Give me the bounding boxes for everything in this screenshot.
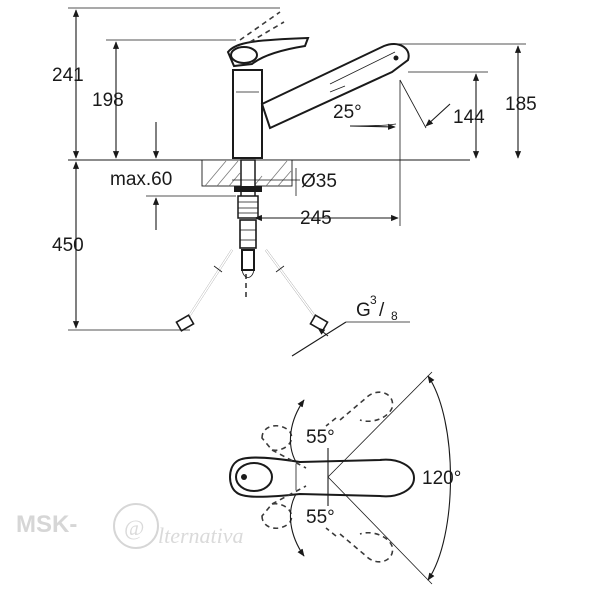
label-g38-base: G [356,300,371,321]
top-view: 55° 55° 120° [229,371,461,585]
dimension-185: 185 [394,43,537,159]
label-max60: max.60 [110,169,172,190]
label-198: 198 [92,90,124,111]
label-120: 120° [422,468,461,489]
label-55-lower: 55° [306,507,335,528]
label-241: 241 [52,65,84,86]
arc-lower [289,493,305,557]
dimension-25deg: 25° [333,102,397,130]
supply-hoses [175,249,329,332]
watermark: MSK- @ lternativa [16,503,244,549]
label-25deg: 25° [333,102,362,123]
dimension-450: 450 [52,161,190,331]
lever-top [235,462,273,492]
label-144: 144 [453,107,485,128]
watermark-at: @ [124,515,144,540]
label-dia35: Ø35 [301,171,337,192]
lever-ghost-lower [261,502,293,529]
dimension-245: 245 [254,80,401,229]
dimension-241: 241 [52,7,280,159]
label-245: 245 [300,208,332,229]
spout-ghost-upper [339,391,394,423]
dimension-dia35: Ø35 [232,168,337,196]
dimension-144: 144 [399,71,488,159]
dimension-max60: max.60 [110,122,236,230]
arc-120 [427,375,451,581]
dimension-g38: G 3 / 8 [291,293,410,357]
faucet-top-outline [229,456,416,498]
watermark-brand: MSK- [16,511,77,538]
faucet-body [226,11,410,159]
watermark-script: lternativa [158,523,244,548]
label-450: 450 [52,235,84,256]
side-view: 241 198 max.60 Ø35 245 [52,7,537,357]
label-g38-sup: 3 [370,293,377,307]
lever-ghost-upper [261,425,293,452]
spout-ghost-lower [339,531,394,563]
label-55-upper: 55° [306,427,335,448]
label-g38-slash: / [379,300,385,321]
dimension-198: 198 [92,39,236,159]
label-185: 185 [505,94,537,115]
arc-upper [289,399,305,463]
label-g38-sub: 8 [391,309,398,323]
